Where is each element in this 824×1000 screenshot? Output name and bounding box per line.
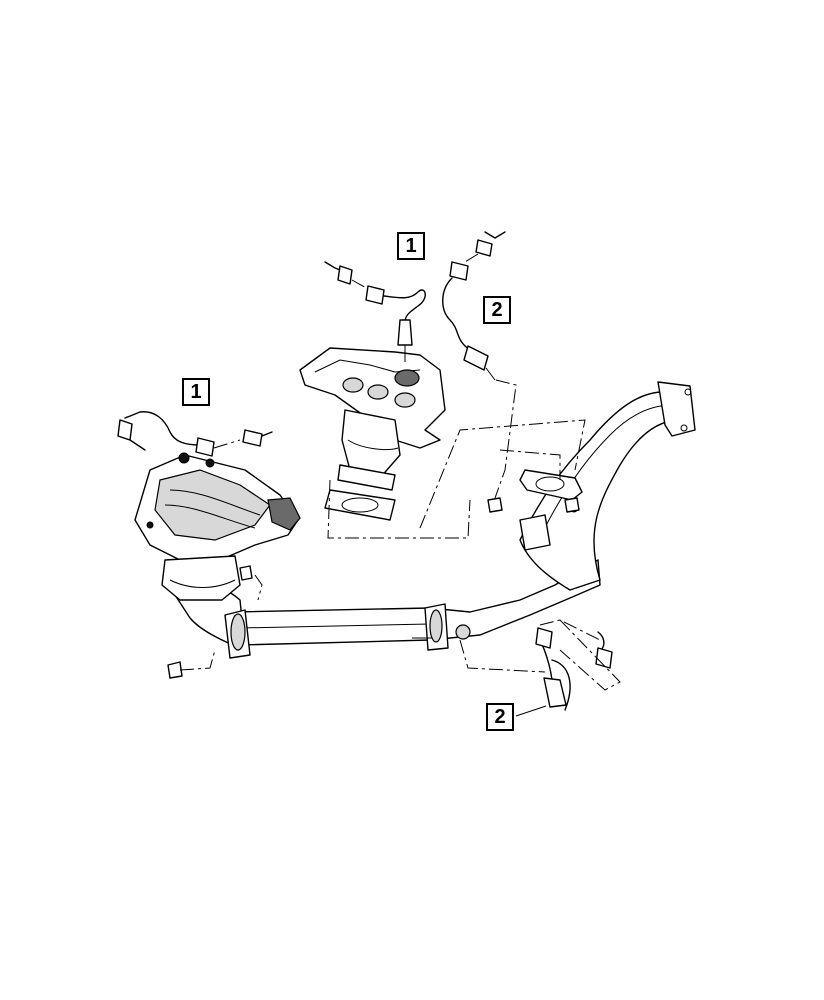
leader-lines (179, 379, 621, 691)
rear-manifold-converter (299, 347, 446, 521)
callout-1-upper: 1 (397, 232, 425, 260)
lower-oxygen-sensor (535, 619, 613, 711)
upper-front-oxygen-sensor (324, 261, 426, 362)
fastener-nuts (167, 497, 580, 679)
front-bank-oxygen-sensor (117, 411, 273, 457)
callout-2-lower: 2 (486, 703, 514, 731)
callout-2-upper: 2 (483, 296, 511, 324)
front-manifold-converter (134, 452, 301, 601)
upper-rear-oxygen-sensor (442, 231, 506, 381)
callout-2-lower-leader (515, 705, 547, 717)
callout-1-left: 1 (182, 378, 210, 406)
